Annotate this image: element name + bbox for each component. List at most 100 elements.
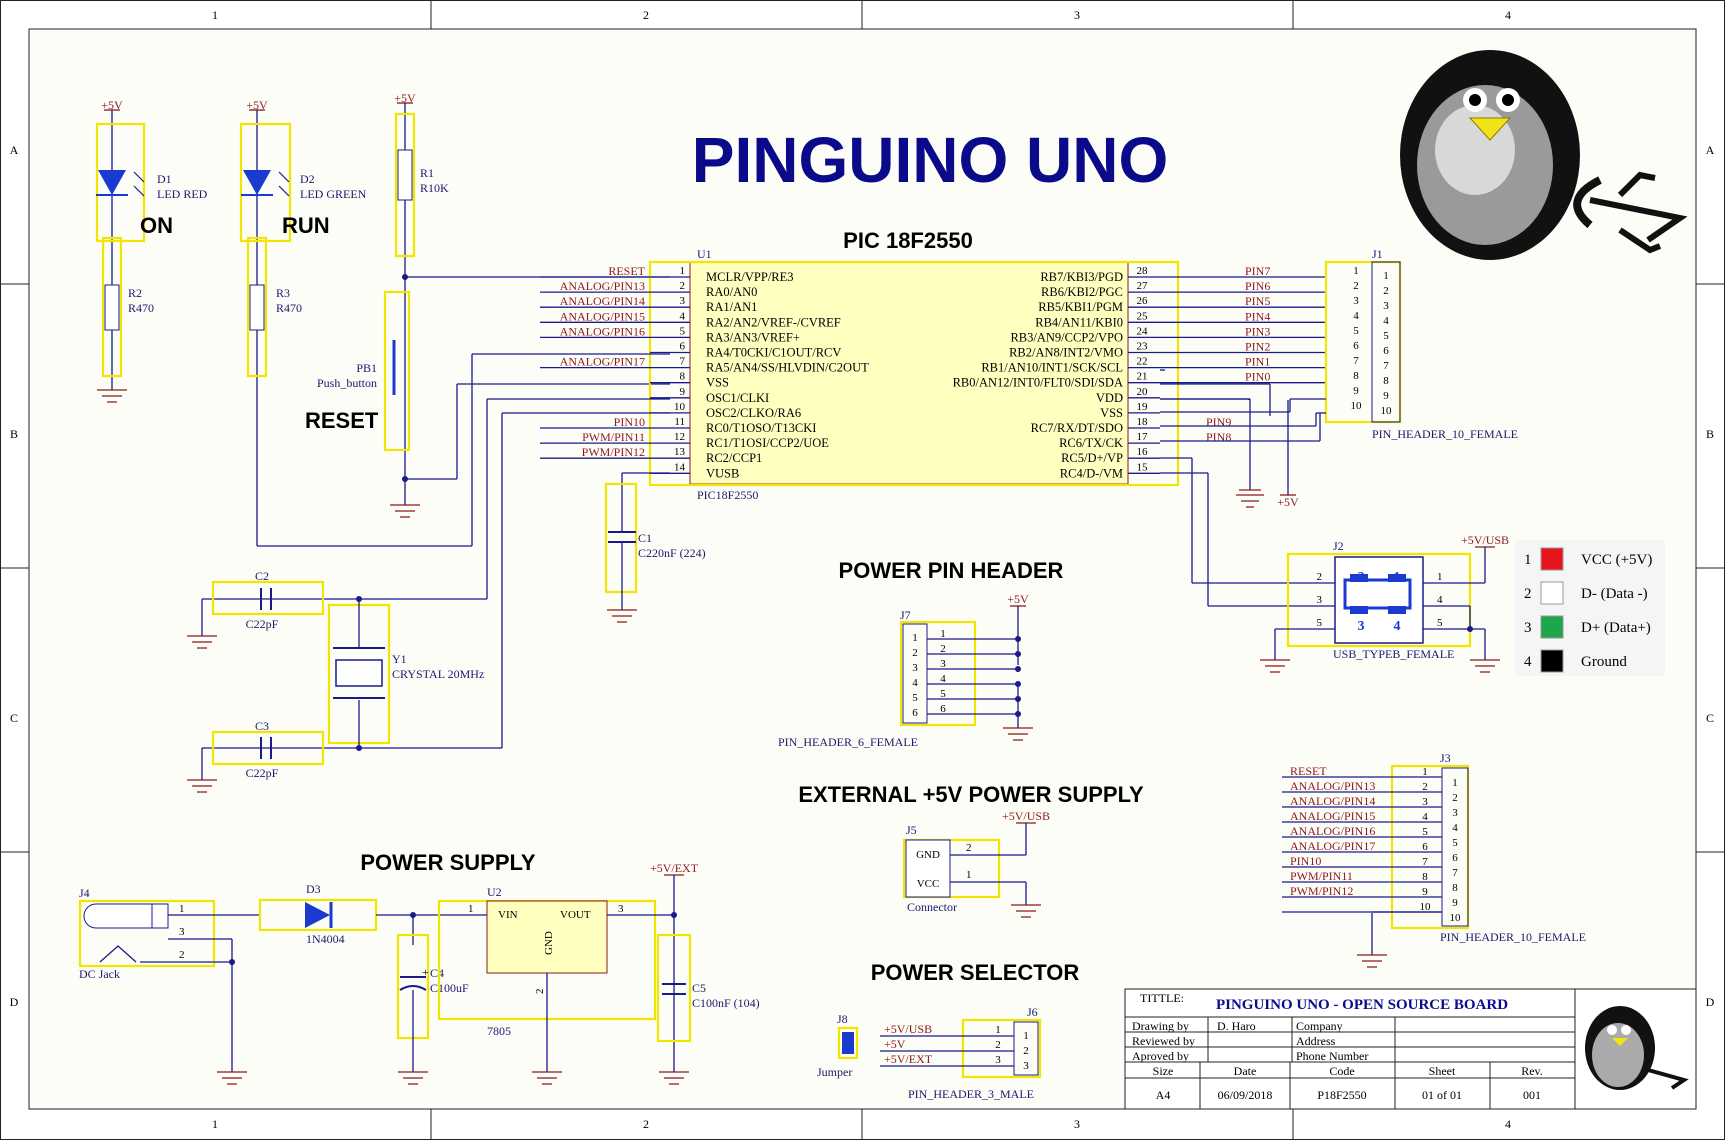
row-label-a-right: A — [1706, 143, 1715, 157]
pb1-value: Push_button — [317, 376, 377, 390]
j7-pin-number: 2 — [912, 647, 918, 659]
u1-right-pin-name: VDD — [1096, 391, 1123, 405]
tb-aproved-by-label: Aproved by — [1132, 1049, 1189, 1063]
tb-drawing-by: D. Haro — [1217, 1019, 1256, 1033]
j3-pin-number: 10 — [1420, 901, 1432, 913]
u1-left-net-label: ANALOG/PIN15 — [560, 309, 645, 323]
u1-right-pin-number: 18 — [1137, 416, 1149, 428]
j3-pin-number: 3 — [1422, 796, 1428, 808]
usb-right-pin-5: 5 — [1437, 617, 1443, 629]
j3-pin-number: 1 — [1422, 766, 1428, 778]
j1-pin-number-inside: 2 — [1383, 285, 1389, 297]
j1-pin-number: 6 — [1353, 340, 1359, 352]
tb-address-label: Address — [1296, 1034, 1336, 1048]
ext-supply-label: +5V/EXT — [650, 861, 699, 875]
u1-left-pin-name: RA1/AN1 — [706, 300, 757, 314]
j6-pin-number: 2 — [995, 1039, 1001, 1051]
u1-left-pin-number: 2 — [680, 280, 686, 292]
c3-value: C22pF — [246, 766, 279, 780]
j3-pin-number: 2 — [1422, 781, 1428, 793]
tb-title-label: TITTLE: — [1140, 991, 1184, 1005]
tb-reviewed-by-label: Reviewed by — [1132, 1034, 1195, 1048]
crystal-circuit: C2 C22pF C3 C22pF Y1 CRYSTAL 20MHz — [187, 569, 502, 793]
u1-right-pin-name: RB2/AN8/INT2/VMO — [1009, 346, 1123, 360]
title-block-logo — [1585, 1006, 1689, 1090]
title-block-text: TITTLE: PINGUINO UNO - OPEN SOURCE BOARD… — [1132, 991, 1543, 1102]
u1-right-net-label: PIN2 — [1245, 340, 1270, 354]
tb-size-label: Size — [1153, 1064, 1174, 1078]
col-label-4-bottom: 4 — [1505, 1117, 1511, 1131]
j7-value: PIN_HEADER_6_FEMALE — [778, 735, 918, 749]
u1-right-net-label: PIN0 — [1245, 370, 1270, 384]
d2-supply-label: +5V — [246, 98, 268, 112]
power-pin-header-title: POWER PIN HEADER — [839, 558, 1064, 583]
j7-pin-number: 1 — [912, 632, 918, 644]
u1-right-pin-name: RB5/KBI1/PGM — [1038, 300, 1123, 314]
u1-left-pin-name: RC0/T1OSO/T13CKI — [706, 421, 816, 435]
usb-legend-number: 3 — [1524, 620, 1532, 636]
j6-net-label: +5V/EXT — [884, 1052, 933, 1066]
row-label-b: B — [10, 427, 18, 441]
u1-right-pin-number: 27 — [1137, 280, 1149, 292]
j8-ref: J8 — [837, 1012, 848, 1026]
row-label-c-right: C — [1706, 711, 1714, 725]
u1-left-pin-number: 8 — [680, 371, 686, 383]
r1-ref: R1 — [420, 166, 434, 180]
page-title: PINGUINO UNO — [692, 124, 1168, 196]
j6-pin-number: 3 — [995, 1054, 1001, 1066]
tb-date: 06/09/2018 — [1218, 1088, 1273, 1102]
d2-led-green: +5V D2 LED GREEN RUN R3 R470 — [239, 98, 472, 547]
r2-ref: R2 — [128, 286, 142, 300]
j3-pin-number: 4 — [1422, 811, 1428, 823]
j1-pin-number: 4 — [1353, 310, 1359, 322]
usb-left-pin-2: 2 — [1317, 571, 1323, 583]
usb-legend-swatch — [1540, 547, 1564, 571]
j1-pin-number-inside: 8 — [1383, 375, 1389, 387]
c5-value: C100nF (104) — [692, 996, 760, 1010]
pinguino-logo — [1400, 50, 1688, 260]
r1-value: R10K — [420, 181, 449, 195]
col-label-3-bottom: 3 — [1074, 1117, 1080, 1131]
u1-right-net-label: PIN4 — [1245, 309, 1270, 323]
u1-value: PIC18F2550 — [697, 488, 758, 502]
u2-gnd-label: GND — [543, 931, 555, 955]
tb-rev: 001 — [1523, 1088, 1541, 1102]
usb-legend-label: Ground — [1581, 654, 1627, 670]
r2-value: R470 — [128, 301, 154, 315]
j6-pin-number-inside: 1 — [1023, 1030, 1029, 1042]
j7-pin-number-outside: 1 — [940, 628, 946, 640]
tb-sheet: 01 of 01 — [1422, 1088, 1462, 1102]
u2-pin-2: 2 — [534, 989, 546, 995]
mcu-section-title: PIC 18F2550 — [843, 228, 973, 253]
reset-button-label: RESET — [305, 408, 379, 433]
u1-left-net-label: PWM/PIN11 — [582, 430, 645, 444]
j3-pin-number-inside: 2 — [1452, 792, 1458, 804]
u1-left-pin-number: 6 — [680, 341, 686, 353]
u1-right-pin-name: RB1/AN10/INT1/SCK/SCL — [981, 361, 1123, 375]
u1-left-pin-number: 7 — [680, 356, 686, 368]
c2-value: C22pF — [246, 617, 279, 631]
tb-size: A4 — [1156, 1088, 1171, 1102]
j6-pin-number: 1 — [995, 1024, 1001, 1036]
u1-left-pin-name: RA4/T0CKI/C1OUT/RCV — [706, 346, 841, 360]
u1-left-pin-number: 10 — [674, 401, 686, 413]
u1-left-net-label: PWM/PIN12 — [582, 445, 645, 459]
u1-right-net-label: PIN6 — [1245, 279, 1270, 293]
j1-pin-number-inside: 6 — [1383, 345, 1389, 357]
row-label-d: D — [10, 995, 19, 1009]
d1-value: LED RED — [157, 187, 208, 201]
c1-value: C220nF (224) — [638, 546, 706, 560]
j1-pin-number: 10 — [1351, 400, 1363, 412]
j1-pin-number: 8 — [1353, 370, 1359, 382]
usb-legend-swatch — [1540, 615, 1564, 639]
u1-left-pin-number: 4 — [680, 310, 686, 322]
j3-pin-number: 5 — [1422, 826, 1428, 838]
u1-left-pin-number: 9 — [680, 386, 686, 398]
col-label-1-bottom: 1 — [212, 1117, 218, 1131]
u1-left-net-label: ANALOG/PIN13 — [560, 279, 645, 293]
u1-left-wires — [471, 353, 670, 748]
